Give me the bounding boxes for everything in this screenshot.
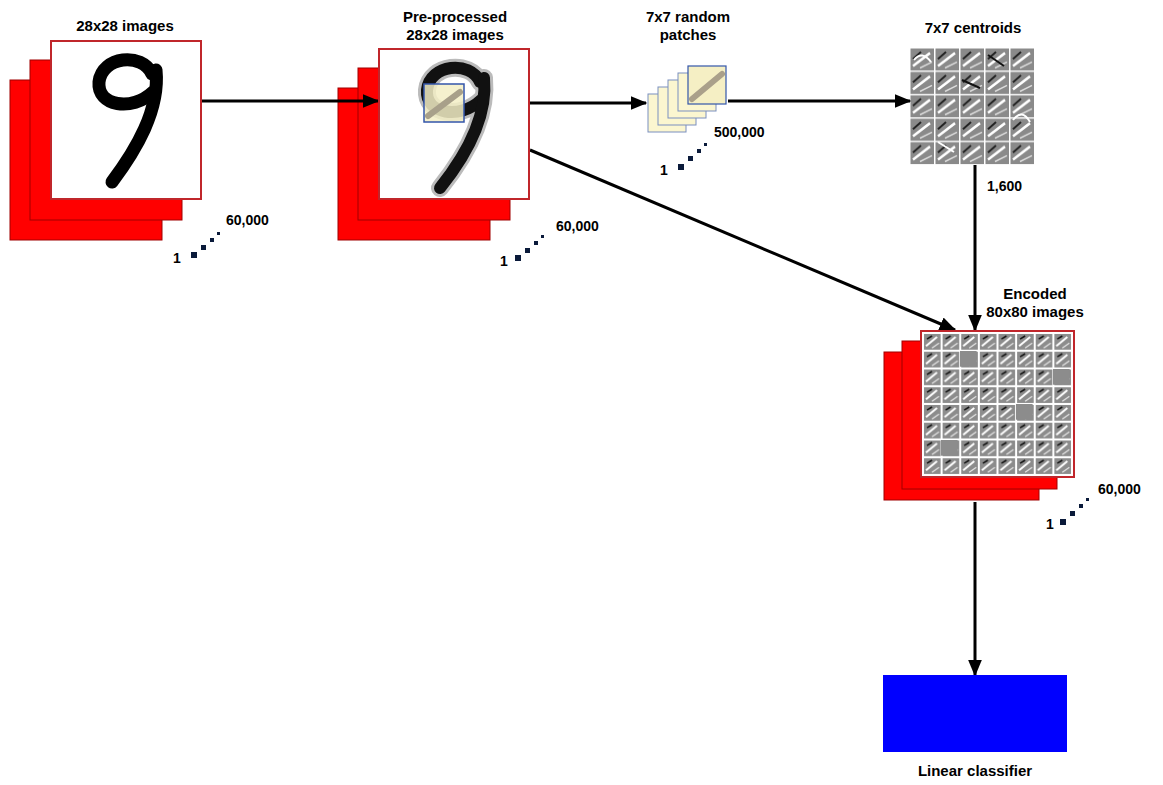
- classifier-box: [883, 675, 1067, 752]
- dot: [1060, 519, 1066, 525]
- stage-node: Linear classifier: [880, 672, 1070, 782]
- stage-title: Linear classifier: [885, 762, 1065, 780]
- dot: [1079, 504, 1083, 508]
- stage-node: 7x7 centroids: [900, 16, 1045, 168]
- encoded-tile: [941, 440, 958, 456]
- patch-stack: [646, 64, 728, 134]
- image-frame: [920, 330, 1075, 478]
- image-page: [920, 330, 1075, 478]
- digit-nine: [99, 60, 153, 104]
- encoded-tile: [1053, 369, 1070, 385]
- centroid-stroke: [938, 142, 954, 152]
- dot: [534, 241, 538, 245]
- count-label: 1: [1046, 516, 1054, 532]
- count-label: 60,000: [226, 212, 269, 228]
- count-dots: [191, 143, 1089, 525]
- flow-arrow: [974, 502, 977, 675]
- stage-title: Pre-processed 28x28 images: [390, 8, 520, 44]
- count-label: 1: [500, 253, 508, 269]
- dot: [525, 248, 530, 253]
- stage-node: 7x7 random patches: [630, 6, 750, 136]
- stage-node: Encoded 80x80 images: [878, 283, 1090, 503]
- digit-nine: [112, 70, 156, 182]
- flow-arrow: [530, 102, 646, 105]
- image-page: [378, 48, 530, 200]
- image-page: [50, 40, 202, 200]
- centroid-stroke: [914, 55, 931, 62]
- centroid-grid: [910, 48, 1035, 165]
- stage-title: 28x28 images: [55, 17, 195, 35]
- stage-node: Pre-processed 28x28 images: [336, 6, 536, 242]
- dot: [210, 238, 214, 242]
- stage-title: Encoded 80x80 images: [983, 285, 1087, 321]
- centroid-stroke: [1013, 114, 1030, 122]
- dot: [191, 252, 197, 258]
- centroid-stroke: [988, 55, 1004, 66]
- dot: [201, 245, 206, 250]
- dot: [217, 232, 220, 235]
- dot: [1070, 511, 1075, 516]
- count-label: 60,000: [1098, 481, 1141, 497]
- dot: [704, 143, 707, 146]
- flow-arrow: [728, 100, 910, 103]
- centroid-stroke: [962, 80, 980, 88]
- dot: [515, 255, 521, 261]
- dot: [678, 164, 684, 170]
- encoded-tile: [960, 351, 977, 367]
- count-label: 1: [173, 250, 181, 266]
- flow-arrow: [530, 150, 955, 330]
- patch: [688, 66, 726, 104]
- count-label: 1,600: [987, 178, 1022, 194]
- dot: [688, 156, 693, 161]
- image-frame: [378, 48, 530, 200]
- stage-title: 7x7 random patches: [632, 8, 744, 44]
- dot: [697, 149, 701, 153]
- dot: [1086, 498, 1089, 501]
- stage-node: 28x28 images: [8, 14, 208, 242]
- encoded-tile: [1016, 404, 1033, 420]
- centroid-frame: [910, 48, 1035, 165]
- count-label: 60,000: [556, 218, 599, 234]
- count-label: 500,000: [714, 124, 765, 140]
- dot: [541, 235, 544, 238]
- image-frame: [50, 40, 202, 200]
- patch-stroke: [428, 92, 460, 116]
- flow-arrow: [202, 100, 378, 103]
- flow-arrow: [974, 165, 977, 330]
- encoded-grid: [923, 333, 1072, 475]
- patch-window: [424, 84, 464, 122]
- patch-stroke: [692, 74, 722, 99]
- stage-title: 7x7 centroids: [903, 19, 1043, 37]
- count-label: 1: [660, 162, 668, 178]
